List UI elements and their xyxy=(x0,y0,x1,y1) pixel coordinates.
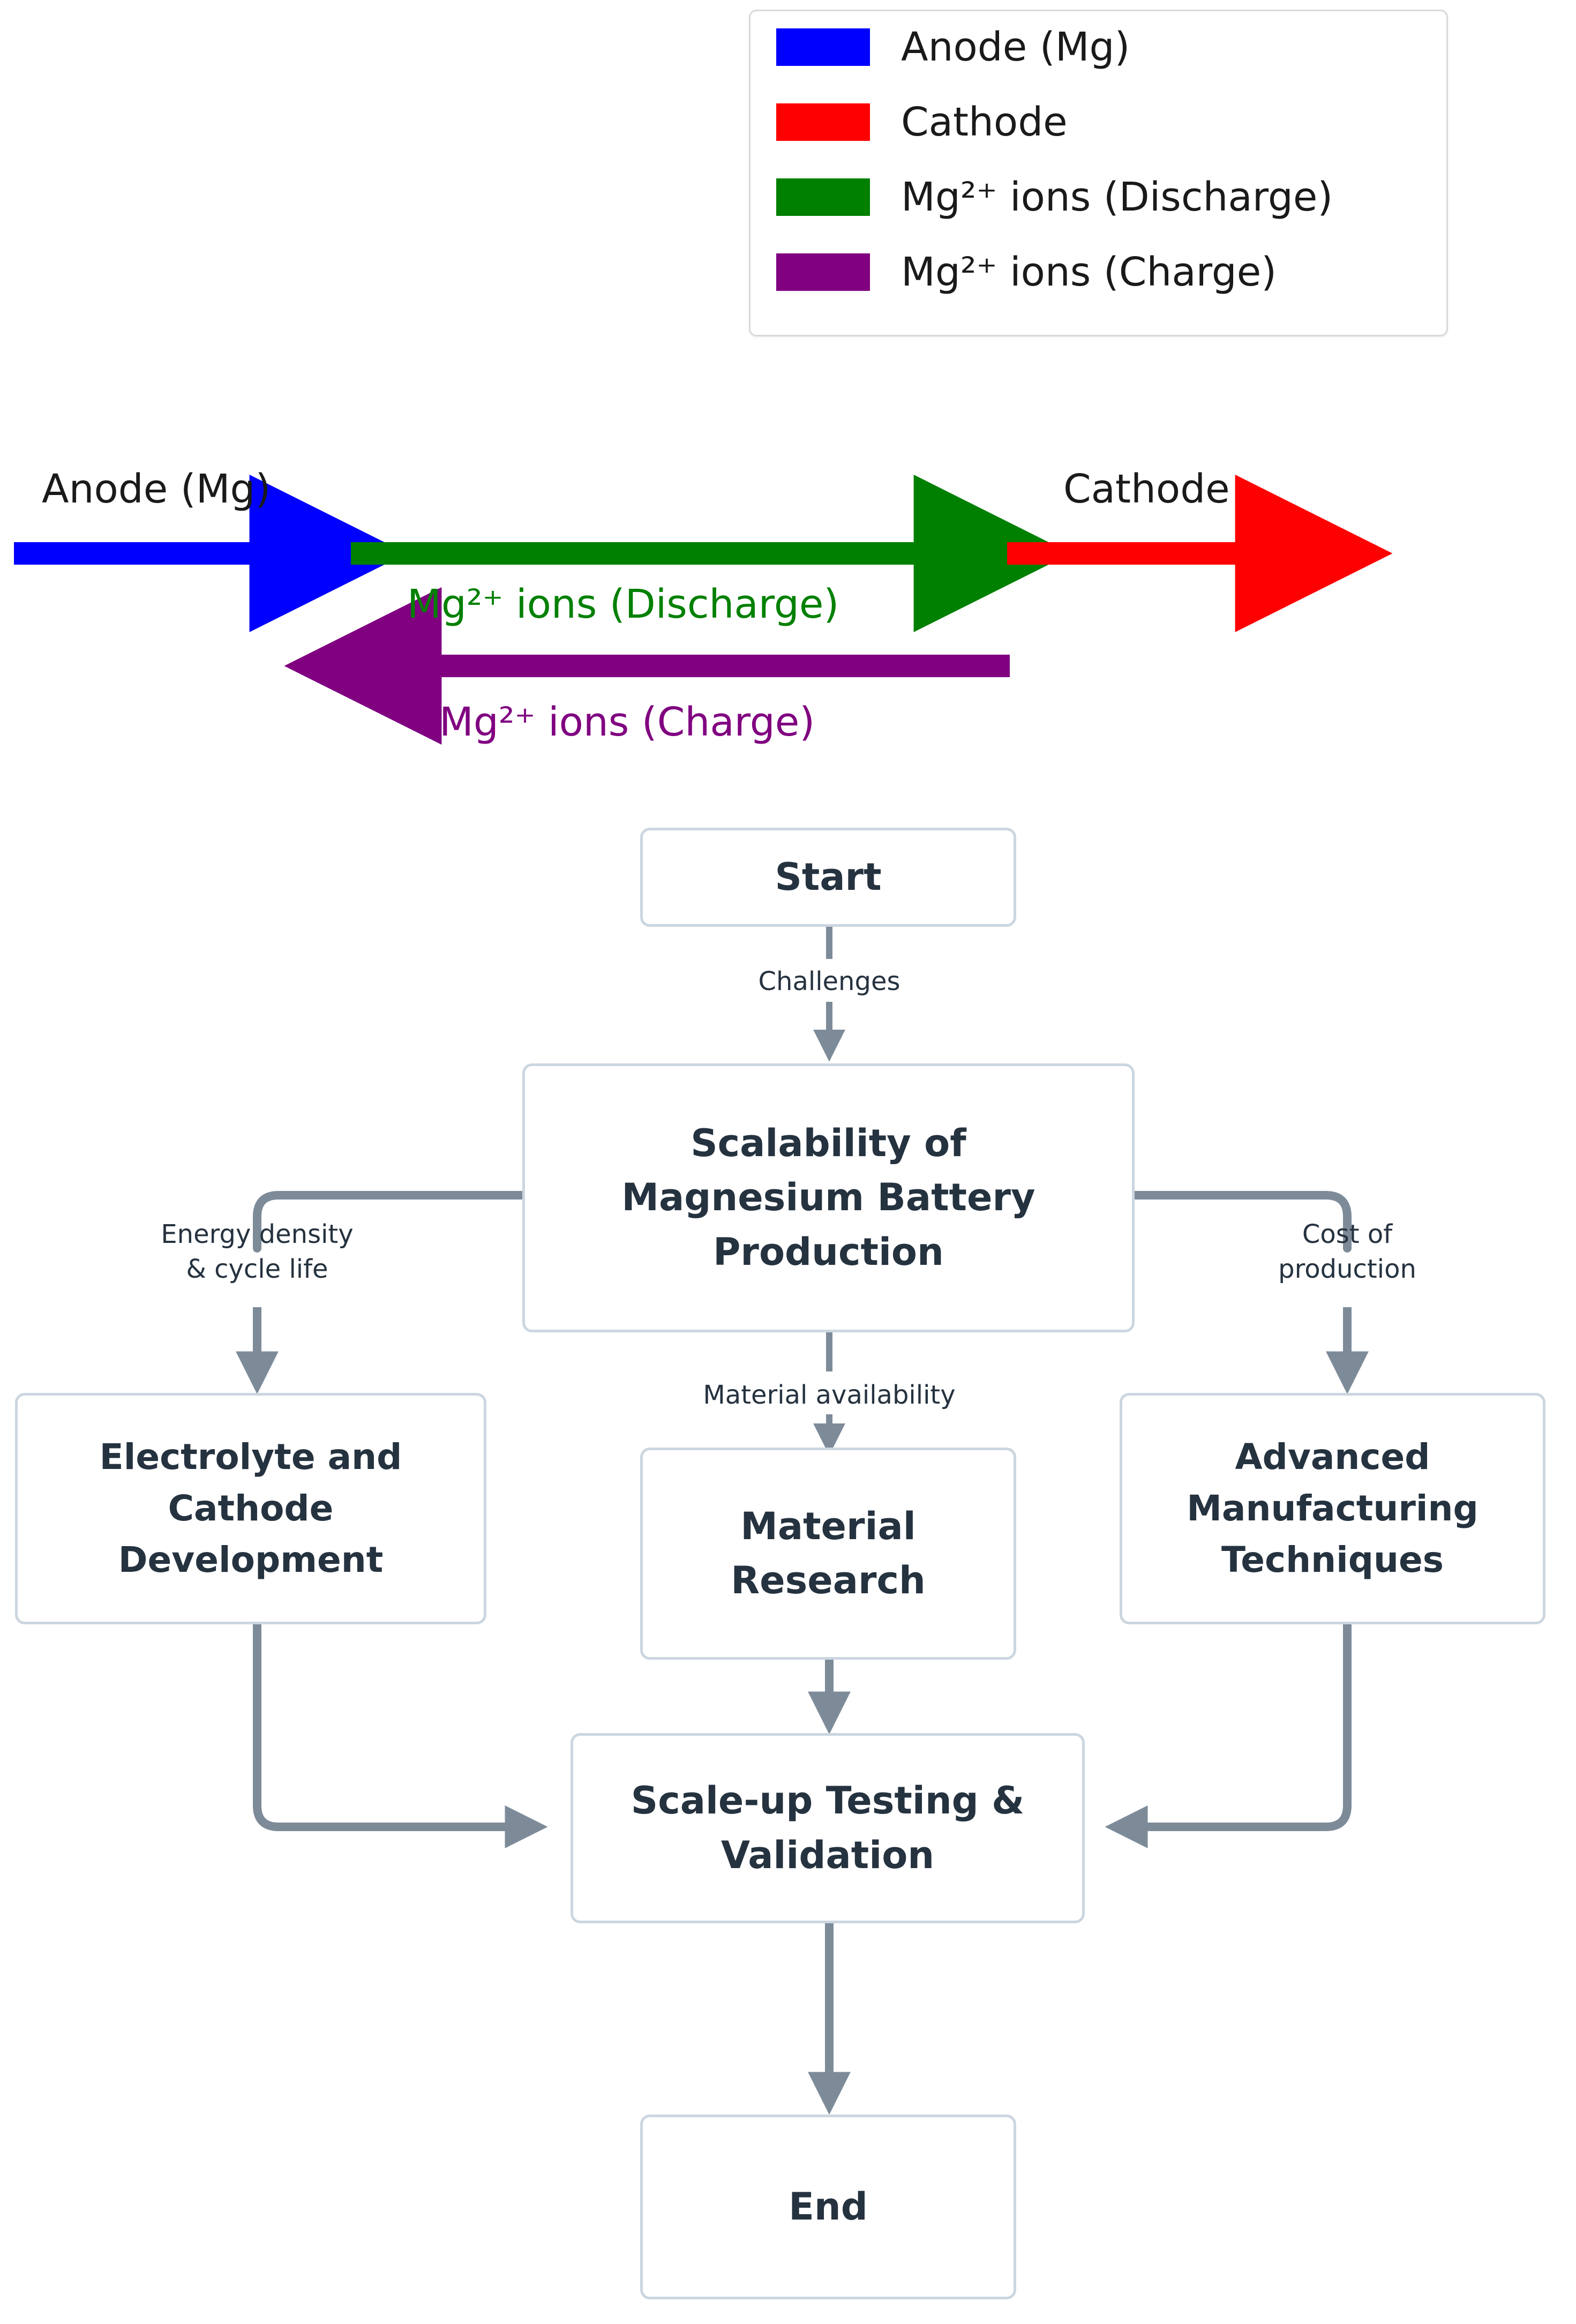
flow-node-end[interactable]: End xyxy=(640,2115,1016,2299)
edge-scalability-to-manufacturing xyxy=(1130,1191,1369,1395)
legend-item-charge: Mg²⁺ ions (Charge) xyxy=(776,248,1277,296)
legend-swatch-cathode xyxy=(776,103,870,141)
charge-caption: Mg²⁺ ions (Charge) xyxy=(439,699,815,745)
cathode-label: Cathode xyxy=(1063,466,1230,512)
legend-swatch-charge xyxy=(776,253,870,291)
edge-label-material-availability: Material availability xyxy=(703,1380,956,1410)
legend-swatch-anode xyxy=(776,28,870,66)
flow-node-scaleup[interactable]: Scale-up Testing &Validation xyxy=(571,1733,1085,1923)
legend-item-cathode: Cathode xyxy=(776,98,1068,146)
anode-label: Anode (Mg) xyxy=(42,466,271,512)
legend-swatch-discharge xyxy=(776,178,870,216)
edge-label-energy-density: Energy density& cycle life xyxy=(161,1219,354,1284)
edge-label-challenges: Challenges xyxy=(758,966,900,996)
edge-scalability-to-electrolyte xyxy=(236,1191,527,1395)
legend-label-cathode: Cathode xyxy=(901,99,1068,145)
edge-electrolyte-to-scaleup xyxy=(253,1620,548,1848)
flow-node-start[interactable]: Start xyxy=(640,828,1016,927)
legend-label-anode: Anode (Mg) xyxy=(901,24,1130,70)
discharge-caption: Mg²⁺ ions (Discharge) xyxy=(407,581,839,627)
legend-item-discharge: Mg²⁺ ions (Discharge) xyxy=(776,173,1333,221)
edge-manufacturing-to-scaleup xyxy=(1105,1620,1352,1848)
legend-label-discharge: Mg²⁺ ions (Discharge) xyxy=(901,174,1333,220)
legend-item-anode: Anode (Mg) xyxy=(776,23,1130,71)
legend: Anode (Mg) Cathode Mg²⁺ ions (Discharge)… xyxy=(749,10,1448,336)
legend-label-charge: Mg²⁺ ions (Charge) xyxy=(901,249,1277,295)
